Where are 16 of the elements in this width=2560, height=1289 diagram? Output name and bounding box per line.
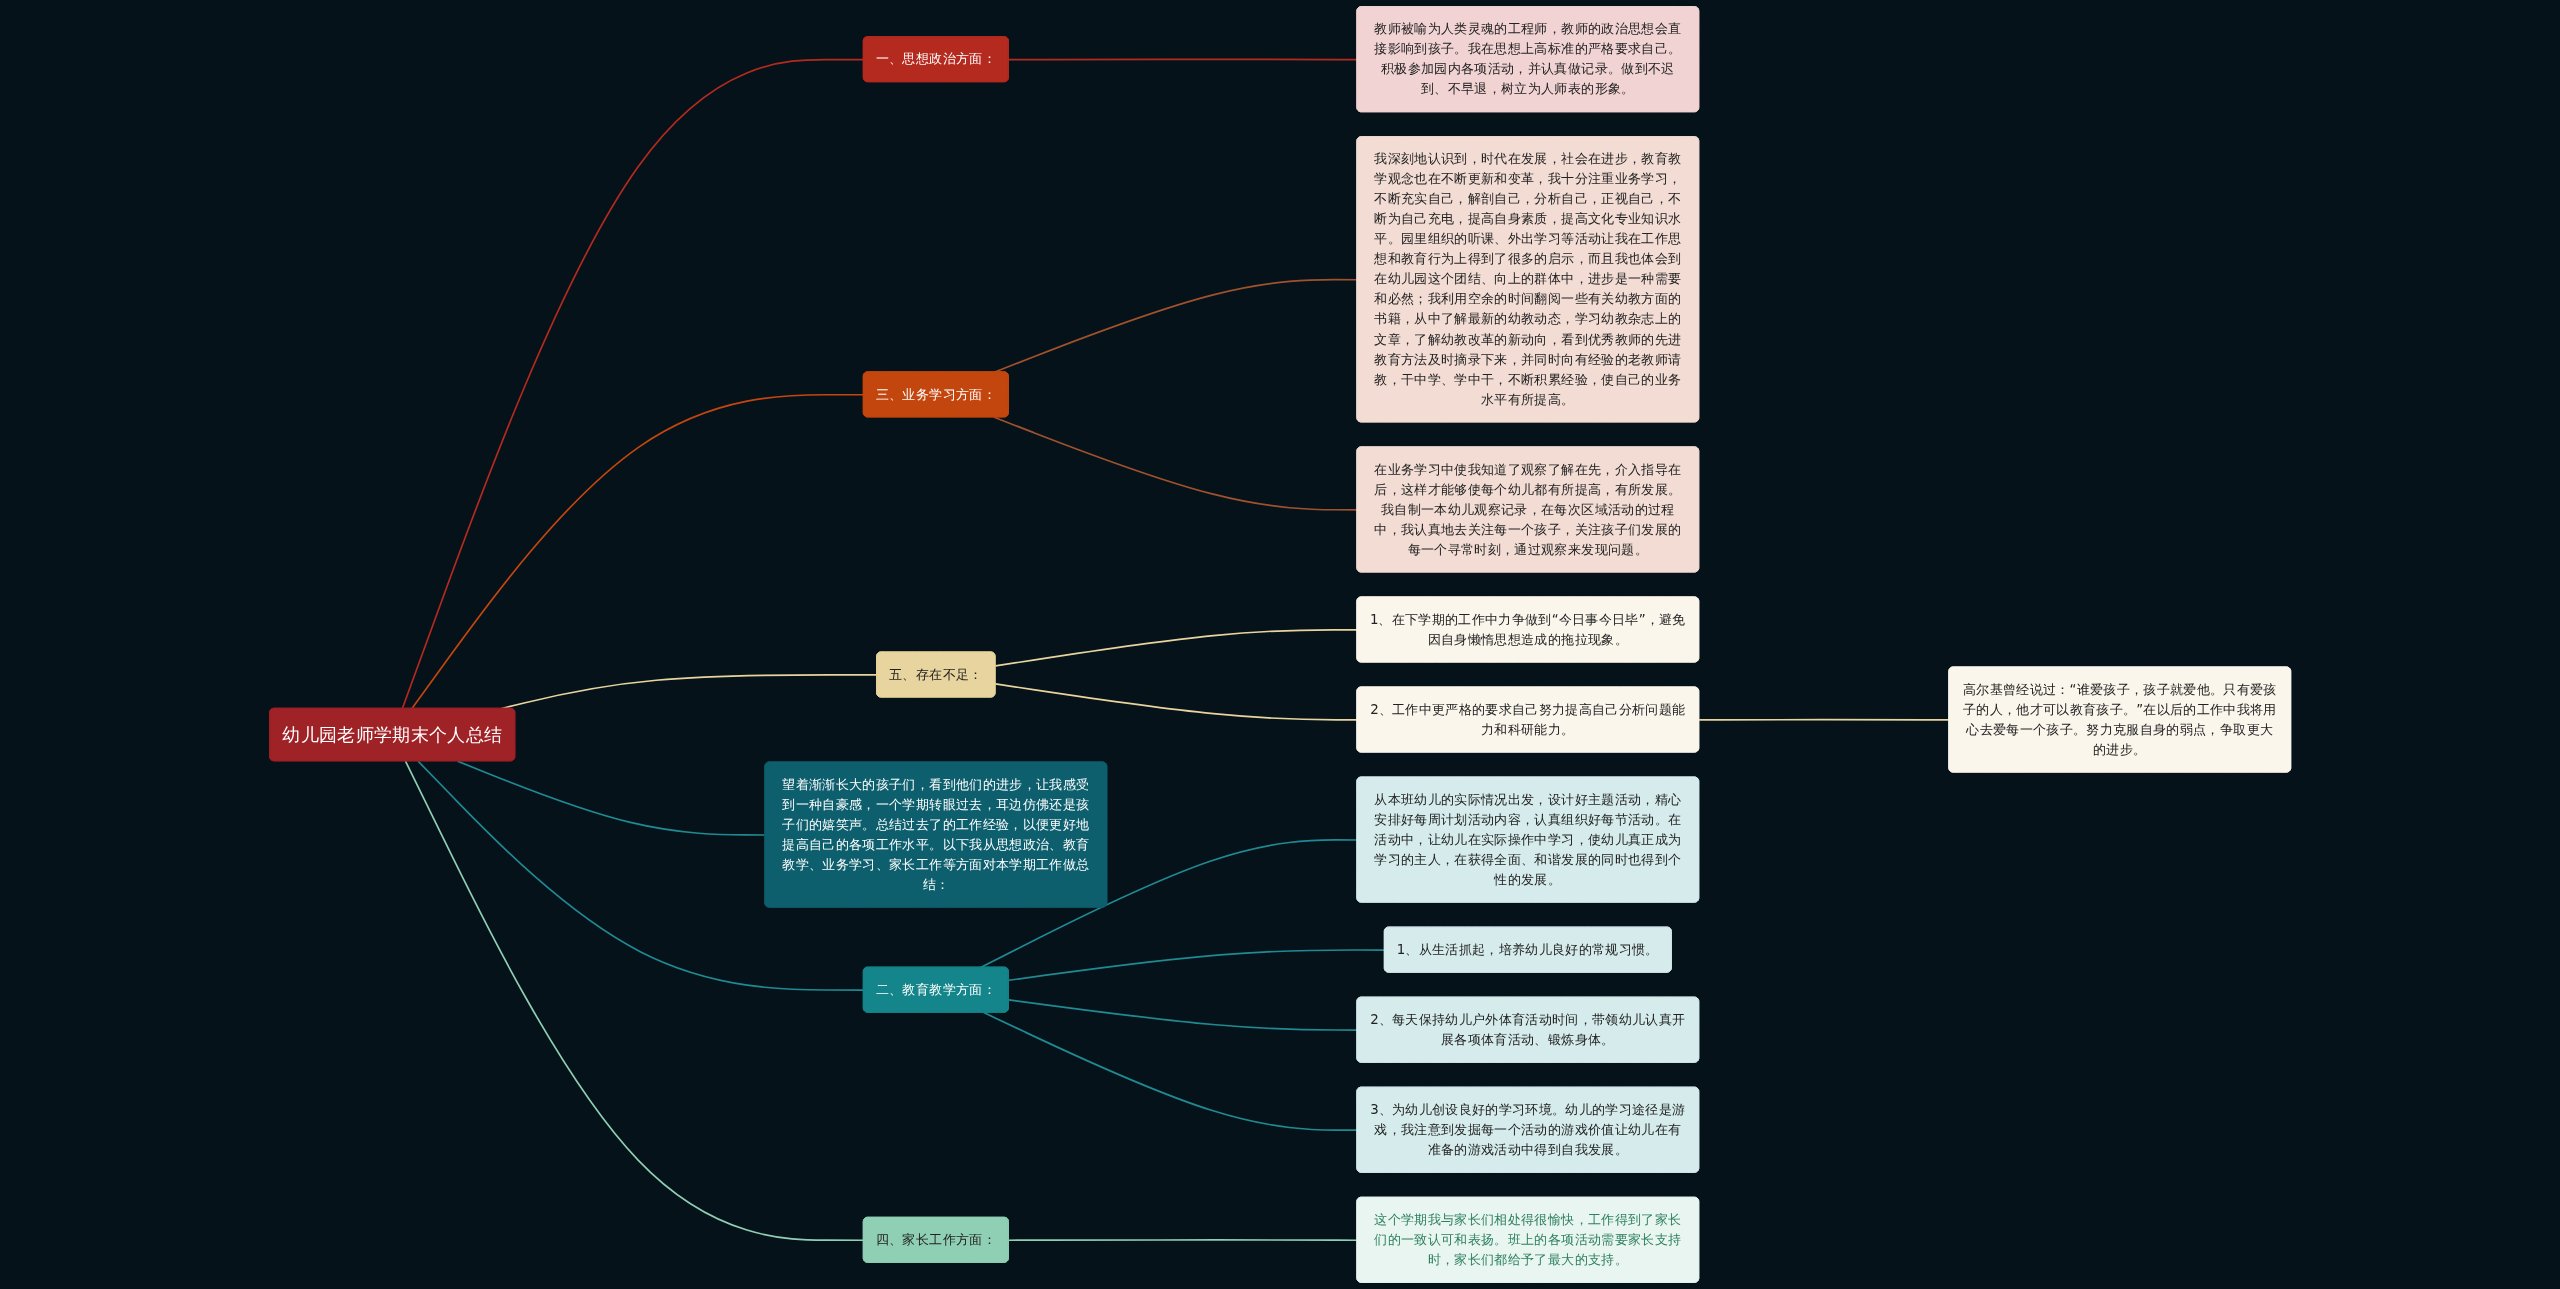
connector [1007,58,1358,61]
connector [1007,1239,1358,1242]
connector [404,760,865,1242]
connector [456,760,766,836]
connector [401,58,865,710]
connector [993,416,1358,511]
connector [982,1011,1358,1131]
connector [994,629,1358,667]
connector [1698,718,1950,721]
connector [417,760,865,991]
connector [979,839,1358,969]
connector [410,393,865,710]
connector [994,683,1358,721]
connector [1007,999,1358,1031]
mind-map-diagram: 幼儿园老师学期末个人总结 一、思想政治方面： 教师被喻为人类灵魂的工程师，教师的政治思想会直接影响到孩子。我在思想上高标准的严格要求自己。积极参加园内各项活动，并认真做记录。做到不迟到、不早退，树立为人师表的形象。 三、业务学习方面： 我深刻地认识到，时代在发展，社会在进步，教育教学观念也在不断更新和变革，我十分注重业务学习，不断充实自己，解剖自己，分析自己，正视自己，不断为自己充电，提高自身素质，提高文化专业知识水平。园里组织的听课、外出学习等活动让我在工作思想和教育行为上得到了很多的启示，而且我也体会到在幼儿园这个团结、向上的群体中，进步是一种需要和必然；我利用空余的时间翻阅一些有关幼教方面的书籍，从中了解最新的幼教动态，学习幼教杂志上的文章，了解幼教改革的新动向，看到优秀教师的先进教育方法及时摘录下来，并同时向有经验的老教师请教，干中学、学中干，不断积累经验，使自己的业务水平有所提高。 在业务学习中使我知道了观察了解在先，介入指导在后，这样才能够使每个幼儿都有所提高，有所发展。我自制一本幼儿观察记录，在每次区域活动的过程中，我认真地去关注每一个孩子，关注孩子们发展的每一个寻常时刻，通过观察来发现问题。 五、存在不足： 1、在下学期的工作中力争做到“今日事今日毕”，避免因自身懒惰思想造成的拖拉现象。 2、工作中更严格的要求自己努力提高自己分析问题能力和科研能力。 高尔基曾经说过：“谁爱孩子，孩子就爱他。只有爱孩子的人，他才可以教育孩子。”在以后的工作中我将用心去爱每一个孩子。努力克服自身的弱点，争取更大的进步。 望着渐渐长大的孩子们，看到他们的进步，让我感受到一种自豪感，一个学期转眼过去，耳边仿佛还是孩子们的嬉笑声。总结过去了的工作经验，以便更好地提高自己的各项工作水平。以下我从思想政治、教育教学、业务学习、家长工作等方面对本学期工作做总结： 二、教育教学方面： 从本班幼儿的实际情况出发，设计好主题活动，精心安排好每周计划活动内容，认真组织好每节活动。在活动中，让幼儿在实际操作中学习，使幼儿真正成为学习的主人，在获得全面、和谐发展的同时也得到个性的发展。 1、从生活抓起，培养幼儿良好的常规习惯。 2、每天保持幼儿户外体育活动时间，带领幼儿认真开展各项体育活动、锻炼身体。 3、为幼儿创设良好的学习环境。幼儿的学习途径是游戏，我注意到发掘每一个活动的游戏价值让幼儿在有准备的游戏活动中得到自我发展。 四、家长工作方面： 这个学期我与家长们相处得很愉快，工作得到了家长们的一致认可和表扬。班上的各项活动需要家长支持时，家长们都给予了最大的支持。 [262,0,2298,1289]
connector [1007,949,1386,982]
